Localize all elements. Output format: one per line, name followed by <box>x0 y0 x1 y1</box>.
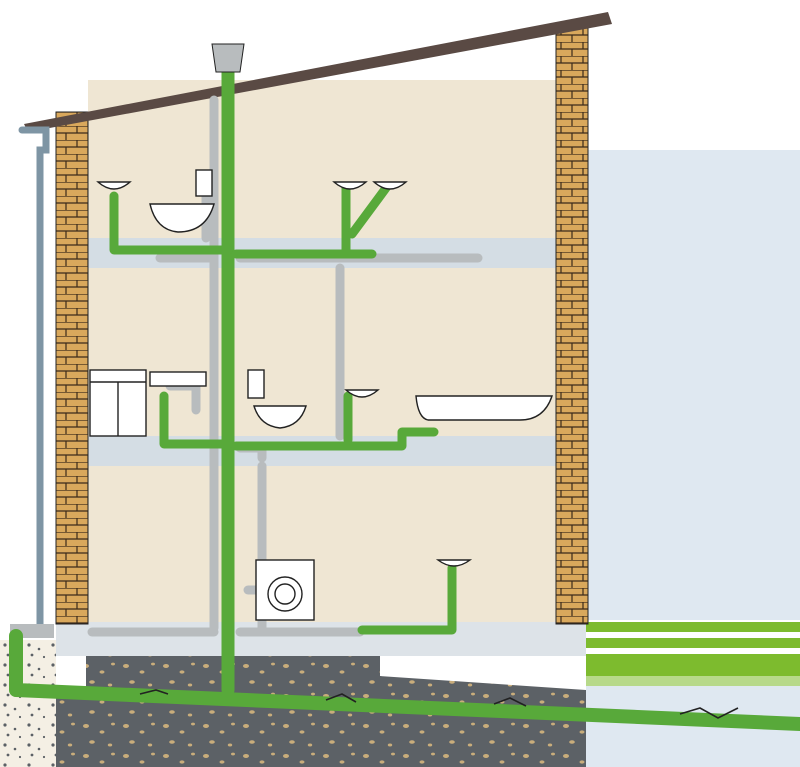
crack-3 <box>493 697 527 707</box>
middle-branch-drain-right <box>231 427 439 451</box>
lawn-stripe-mid <box>586 638 800 648</box>
upper-sink-2 <box>332 181 368 190</box>
basement-fixtures <box>255 559 473 621</box>
soil-cracks <box>139 689 739 719</box>
middle-branch-drain <box>159 391 233 449</box>
lawn-stripe-top <box>586 622 800 632</box>
washing-machine-drum <box>274 583 296 605</box>
gravel-fill-trench <box>56 656 586 767</box>
kitchen-sink <box>149 371 207 387</box>
upper-branch-drain <box>109 191 233 255</box>
lawn-light-band <box>586 676 800 686</box>
bathtub <box>415 395 553 421</box>
rain-downspout <box>18 126 50 632</box>
sewer-main <box>9 629 800 731</box>
upper-toilet <box>149 203 215 233</box>
lawn-stripe-low <box>586 654 800 676</box>
basement-branch-drain <box>357 563 457 635</box>
middle-toilet <box>253 405 307 429</box>
sky-band <box>586 150 800 620</box>
middle-floor-fixtures <box>89 369 553 437</box>
upper-toilet-tank <box>195 169 213 197</box>
vent-cap <box>211 43 245 73</box>
basement-slab <box>56 622 586 656</box>
middle-sink <box>344 389 380 398</box>
pitched-roof <box>24 12 612 132</box>
upper-sink-drain-b <box>347 183 391 239</box>
basement-sink <box>435 559 473 567</box>
left-brick-wall <box>55 111 89 625</box>
pebble-bed-left <box>0 640 56 767</box>
upper-sink-1 <box>96 181 132 190</box>
upper-sink-3 <box>372 181 408 190</box>
interior-wall <box>88 80 556 625</box>
kitchen-cabinet-divider <box>90 381 146 436</box>
drain-pipes <box>9 61 800 731</box>
crack-1 <box>139 689 169 695</box>
crack-2 <box>325 693 357 703</box>
middle-toilet-tank <box>247 369 265 399</box>
upper-floor-fixtures <box>96 169 408 233</box>
crack-4 <box>679 707 739 719</box>
right-brick-wall <box>555 27 589 625</box>
middle-floor-slab <box>88 436 556 466</box>
